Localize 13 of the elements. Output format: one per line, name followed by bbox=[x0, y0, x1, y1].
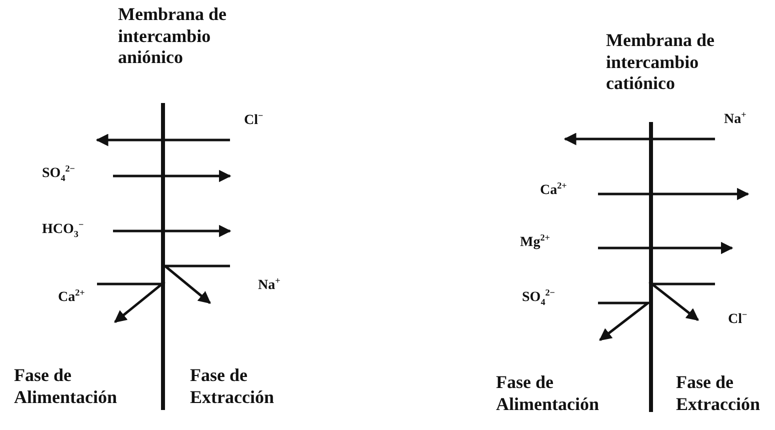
phase-label: Fase de Alimentación bbox=[14, 365, 118, 408]
ion-label: Na$^{+}$ bbox=[258, 278, 282, 295]
ion-label: Cl$^{−}$ bbox=[728, 312, 748, 329]
ion-label: Ca$^{2+}$ bbox=[58, 290, 86, 307]
ion-label: Na$^{+}$ bbox=[724, 112, 748, 129]
ion-label: Ca$^{2+}$ bbox=[540, 183, 568, 200]
phase-label: Fase de Extracción bbox=[676, 372, 761, 416]
ion-label: Mg$^{2+}$ bbox=[520, 235, 551, 252]
phase-label: Fase de Extracción bbox=[190, 365, 275, 408]
membrane-heading: Membrana de intercambio catiónico bbox=[606, 30, 716, 95]
ion-label: Cl$^{−}$ bbox=[244, 113, 264, 130]
membrane-heading: Membrana de intercambio aniónico bbox=[118, 4, 228, 69]
phase-label: Fase de Alimentación bbox=[496, 372, 600, 416]
